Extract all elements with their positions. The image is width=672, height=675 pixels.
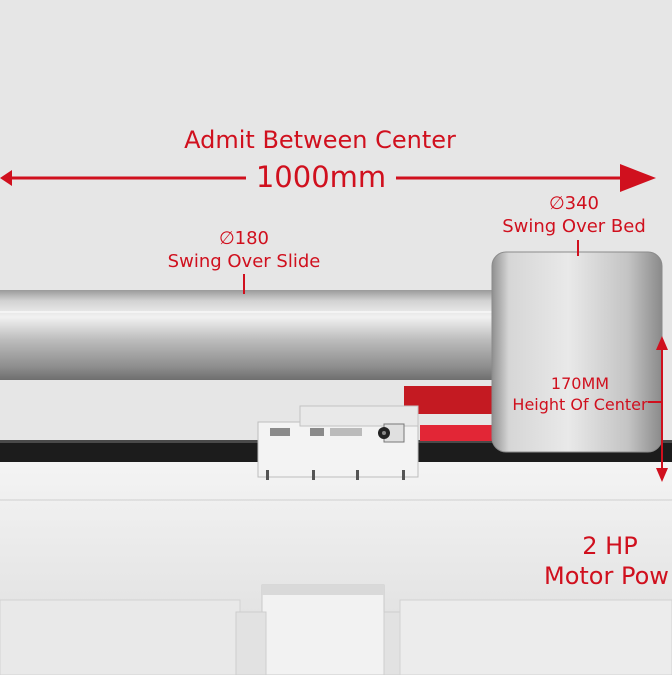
motor-power-label: Motor Pow: [544, 562, 669, 590]
base-block-center: [261, 584, 385, 675]
motor-power-value: 2 HP: [582, 532, 638, 560]
workpiece-shaft: [0, 290, 502, 380]
swing-slide-value: ∅180: [218, 228, 270, 249]
base-block-left: [0, 599, 241, 675]
swing-bed-value: ∅340: [548, 193, 600, 214]
base-block-right: [399, 599, 672, 675]
admit-title: Admit Between Center: [184, 126, 456, 154]
admit-value: 1000mm: [255, 160, 387, 194]
center-height-label: Height Of Center: [512, 395, 648, 414]
chuck-drum: [492, 252, 662, 452]
swing-slide-label: Swing Over Slide: [167, 251, 321, 272]
admit-arrow-right-head: [620, 164, 656, 192]
center-height-value: 170MM: [550, 374, 610, 393]
swing-bed-label: Swing Over Bed: [502, 216, 646, 237]
admit-arrow-left-head: [0, 170, 12, 186]
